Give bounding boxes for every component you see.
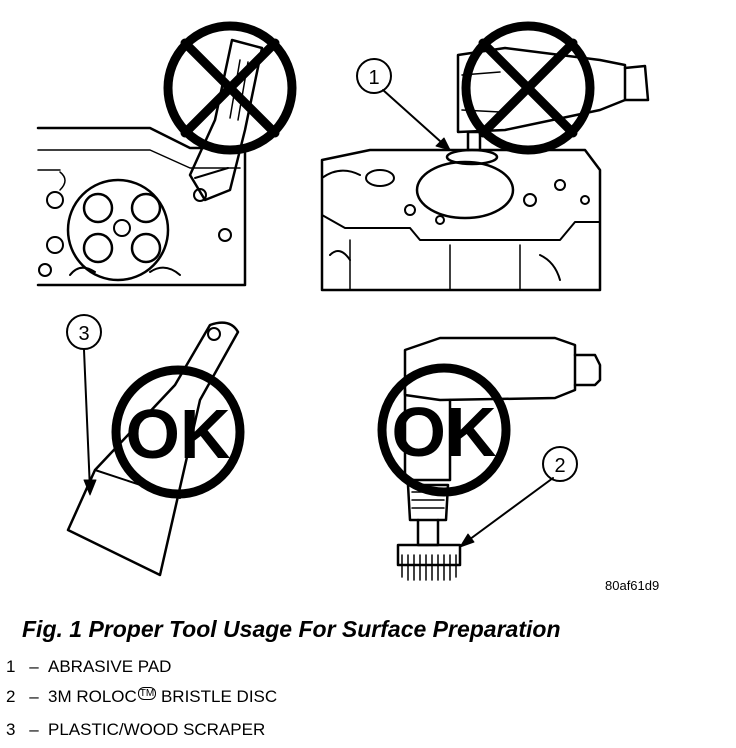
- legend-item-3: 3–PLASTIC/WOOD SCRAPER: [6, 720, 266, 739]
- ok-sign-2: [377, 363, 511, 497]
- callout-1: [356, 58, 392, 94]
- abrasive-pad: [445, 148, 499, 166]
- panel-bristle-disc-ok: OK: [377, 336, 602, 581]
- ok-label-1: OK: [126, 395, 231, 473]
- panel-block-wrong-pad: [320, 21, 650, 292]
- bristle-disc: [396, 543, 462, 567]
- panel-scraper-ok: OK: [66, 314, 245, 577]
- callout-2: [542, 446, 578, 482]
- trademark-mark: TM: [137, 687, 157, 700]
- ok-sign-1: [111, 365, 245, 499]
- figure-caption: Fig. 1 Proper Tool Usage For Surface Pre…: [22, 616, 561, 642]
- tool-usage-illustration: OK OK 1 2 3: [36, 21, 650, 581]
- legend-item-1: 1–ABRASIVE PAD: [6, 657, 172, 676]
- callout-3-number: 3: [78, 323, 89, 345]
- ok-label-2: OK: [392, 393, 497, 471]
- callout-2-number: 2: [554, 455, 565, 477]
- prohibited-sign-1: [163, 21, 297, 155]
- callout-1-number: 1: [368, 67, 379, 89]
- prohibited-sign-2: [461, 21, 595, 155]
- image-code: 80af61d9: [605, 578, 660, 593]
- panel-head-wrong-tool: [36, 21, 297, 287]
